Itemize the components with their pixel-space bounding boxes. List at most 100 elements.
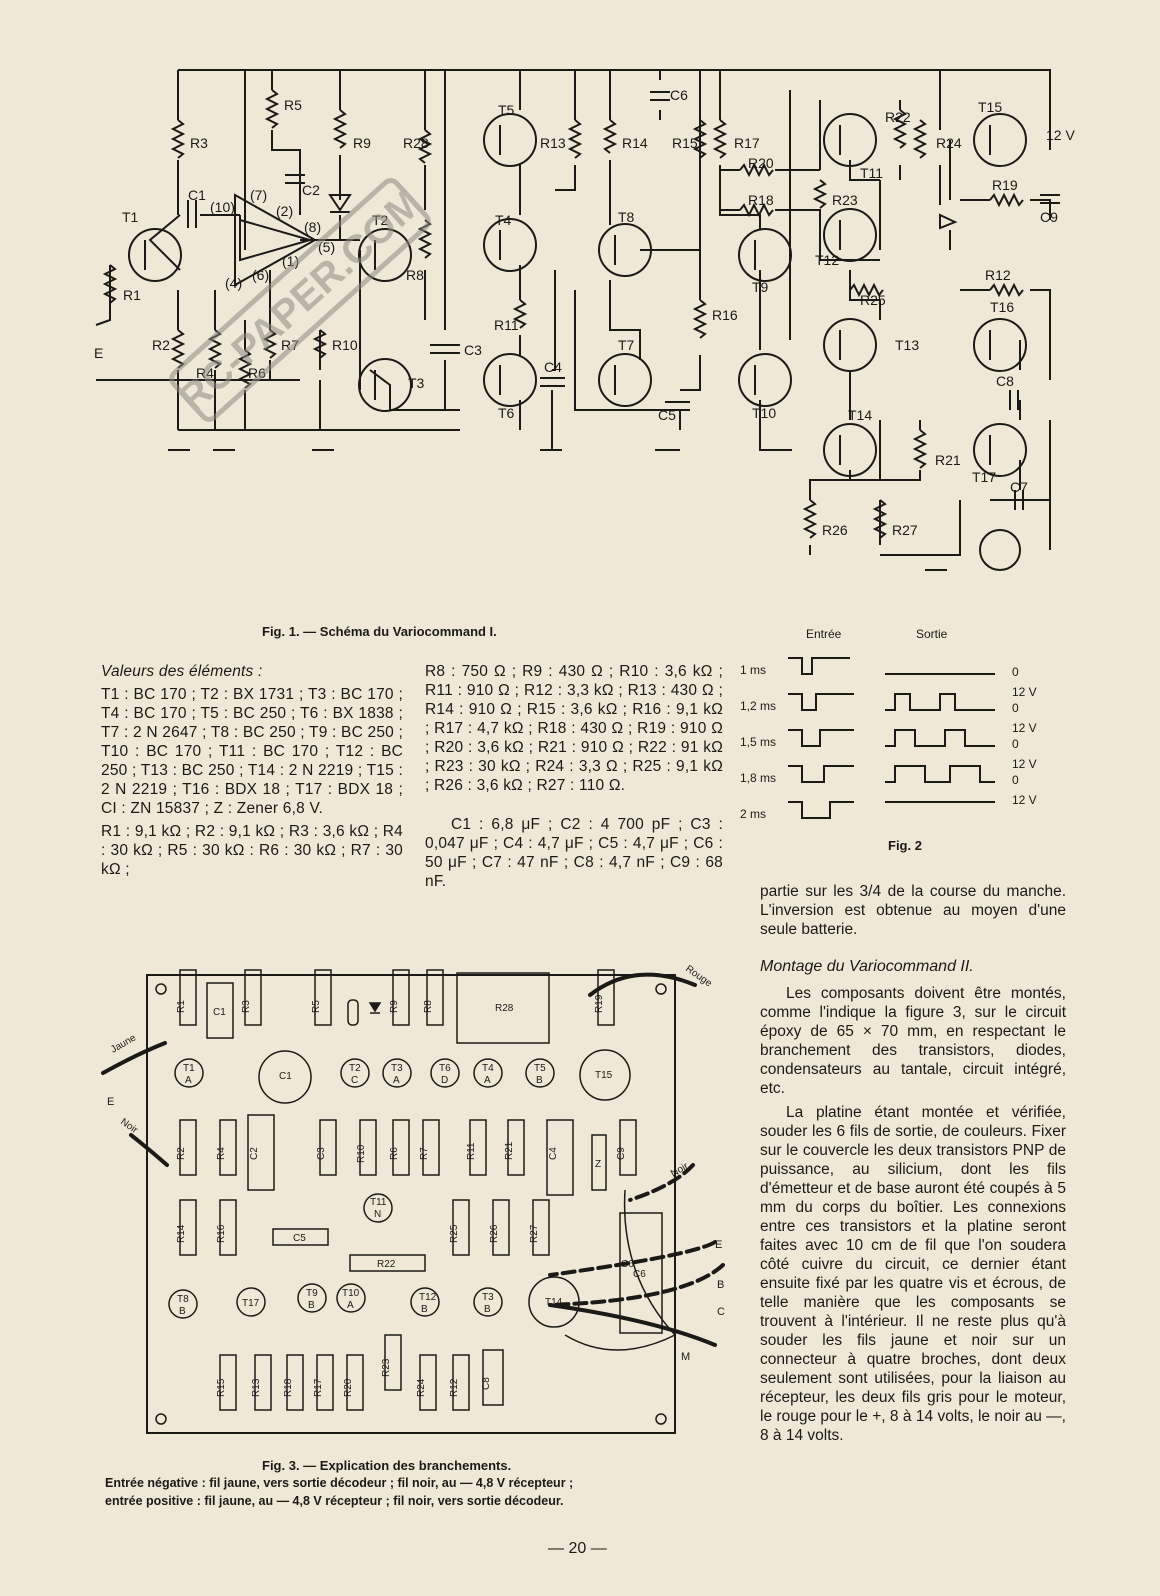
row3-lo: 0 (1012, 737, 1019, 751)
row4-hi: 12 V (1012, 757, 1037, 771)
label-R27: R27 (892, 522, 918, 538)
fig2-caption: Fig. 2 (888, 838, 922, 853)
row1-time: 1 ms (740, 663, 766, 677)
values-heading: Valeurs des éléments : (101, 663, 263, 680)
label-T14: T14 (848, 407, 872, 423)
label-C8: C8 (996, 373, 1014, 389)
pcb-row5-2-p: B (308, 1300, 315, 1311)
values-column-right: R8 : 750 Ω ; R9 : 430 Ω ; R10 : 3,6 kΩ ;… (425, 662, 723, 895)
label-R26: R26 (822, 522, 848, 538)
label-R25: R25 (860, 292, 886, 308)
pcb-row2-3-n: T3 (391, 1063, 403, 1074)
fig3-note-2: entrée positive : fil jaune, au — 4,8 V … (105, 1494, 564, 1508)
label-C9: C9 (1040, 209, 1058, 225)
label-R5: R5 (284, 97, 302, 113)
svg-text:RC-PAPER.COM: RC-PAPER.COM (171, 181, 431, 421)
label-R13: R13 (540, 135, 566, 151)
pcb-row3-6: R7 (419, 1147, 430, 1160)
pcb-row4-6: R27 (529, 1224, 540, 1243)
pcb-row5-5-p: B (484, 1304, 491, 1315)
label-R18: R18 (748, 192, 774, 208)
label-T15: T15 (978, 99, 1002, 115)
pcb-row2-4-n: T6 (439, 1063, 451, 1074)
values-column-left: Valeurs des éléments : T1 : BC 170 ; T2 … (101, 662, 403, 883)
label-T12: T12 (815, 252, 839, 268)
label-R15: R15 (672, 135, 698, 151)
pcb-top-1: C1 (213, 1007, 226, 1018)
wire-b: B (717, 1279, 724, 1291)
waveform-figure: Entrée Sortie 1 ms 1,2 ms 1,5 ms 1,8 ms … (740, 627, 1037, 853)
values-resistors-b: R8 : 750 Ω ; R9 : 430 Ω ; R10 : 3,6 kΩ ;… (425, 663, 723, 794)
right-column-text: partie sur les 3/4 de la course du manch… (760, 882, 1066, 1450)
label-C5: C5 (658, 407, 676, 423)
label-R10: R10 (332, 337, 358, 353)
pcb-row4-4: R25 (449, 1224, 460, 1243)
pcb-row6-4: R20 (343, 1378, 354, 1397)
label-T8: T8 (618, 209, 635, 225)
input-label: E (94, 345, 103, 361)
label-R11: R11 (494, 317, 519, 333)
ic-pin-8: (8) (304, 219, 321, 235)
label-R12: R12 (985, 267, 1011, 283)
pcb-row4-2: C5 (293, 1233, 306, 1244)
wire-e-left: E (107, 1096, 114, 1108)
pcb-row4-5: R26 (489, 1224, 500, 1243)
label-R28: R28 (403, 135, 429, 151)
label-T7: T7 (618, 337, 635, 353)
label-T16: T16 (990, 299, 1014, 315)
pcb-top-5: R8 (423, 1000, 434, 1013)
pcb-row2-2-p: C (351, 1075, 358, 1086)
label-T5: T5 (498, 102, 515, 118)
label-C3: C3 (464, 342, 482, 358)
pcb-row6-0: R15 (216, 1378, 227, 1397)
pcb-row2-4-p: D (441, 1075, 448, 1086)
fig3-caption: Fig. 3. — Explication des branchements. (262, 1458, 512, 1473)
pcb-c6: C6 (633, 1269, 646, 1280)
label-T9: T9 (752, 279, 769, 295)
pcb-row6-5: R24 (416, 1378, 427, 1397)
schematic-figure: T1 T2 T3 T4 T5 T6 T7 T8 T9 T10 T11 T12 T… (94, 69, 1075, 571)
ic-pin-5: (5) (318, 239, 335, 255)
pcb-top-7: R19 (594, 994, 605, 1013)
section-heading: Montage du Variocommand II. (760, 958, 974, 975)
label-R14: R14 (622, 135, 648, 151)
label-C1: C1 (188, 187, 206, 203)
label-R17: R17 (734, 135, 760, 151)
col-sortie: Sortie (916, 627, 948, 641)
wire-e: E (715, 1239, 722, 1251)
para-montage-1: Les composants doivent être montés, comm… (760, 985, 1066, 1097)
label-R4: R4 (196, 365, 214, 381)
row4-lo: 0 (1012, 773, 1019, 787)
ic-pin-4: (4) (225, 275, 242, 291)
para-intro: partie sur les 3/4 de la course du manch… (760, 883, 1066, 938)
pcb-row2-6-p: B (536, 1075, 543, 1086)
label-T4: T4 (495, 212, 512, 228)
pcb-top-0: R1 (176, 1000, 187, 1013)
label-R22: R22 (885, 109, 911, 125)
pcb-row6-7: C8 (481, 1377, 492, 1390)
fig1-caption: Fig. 1. — Schéma du Variocommand I. (262, 624, 497, 639)
pcb-row3-2: C2 (249, 1147, 260, 1160)
row1-lo: 0 (1012, 665, 1019, 679)
page-number: — 20 — (548, 1540, 607, 1557)
pcb-row2-0-n: T1 (183, 1063, 195, 1074)
pcb-row3-3: C3 (316, 1147, 327, 1160)
pcb-row6-3: R17 (313, 1378, 324, 1397)
pcb-top-4: R9 (389, 1000, 400, 1013)
fig3-note-1: Entrée négative : fil jaune, vers sortie… (105, 1476, 574, 1490)
pcb-row2-5-p: A (484, 1075, 491, 1086)
label-T17: T17 (972, 469, 996, 485)
label-T11: T11 (860, 165, 883, 181)
wire-jaune: Jaune (109, 1032, 138, 1055)
label-R3: R3 (190, 135, 208, 151)
supply-label: 12 V (1046, 127, 1075, 143)
wire-c: C (717, 1306, 725, 1318)
label-R16: R16 (712, 307, 738, 323)
pcb-row3-11: C9 (616, 1147, 627, 1160)
values-capacitors: C1 : 6,8 μF ; C2 : 4 700 pF ; C3 : 0,047… (425, 816, 723, 890)
pcb-row3-1: R4 (216, 1147, 227, 1160)
label-T10: T10 (752, 405, 776, 421)
ic-pin-7: (7) (250, 187, 267, 203)
pcb-row6-6: R12 (449, 1378, 460, 1397)
para-montage-2: La platine étant montée et vérifiée, sou… (760, 1104, 1066, 1444)
